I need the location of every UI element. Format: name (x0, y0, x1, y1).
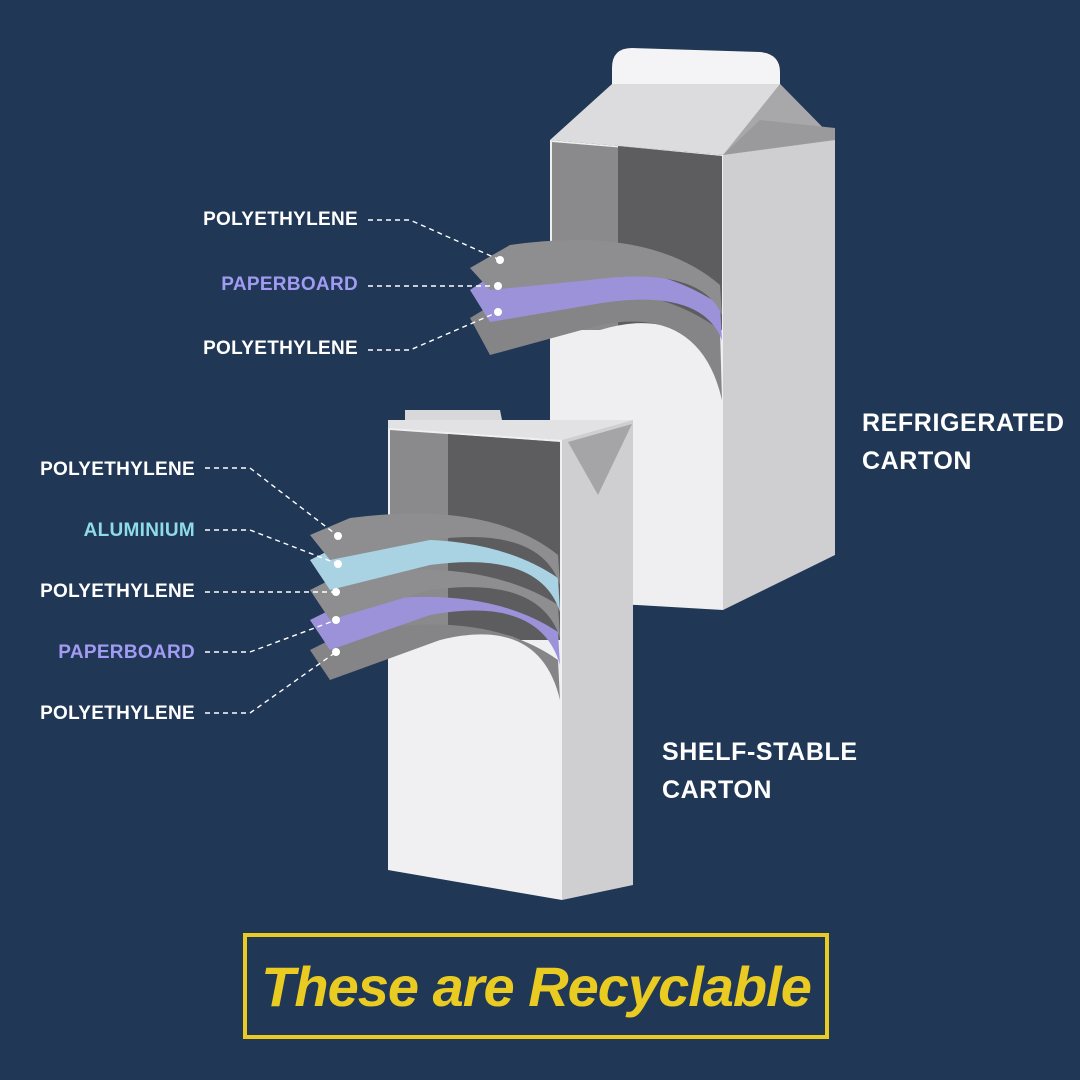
ss-layer-label-polyethylene-3: POLYETHYLENE (40, 703, 195, 724)
refrigerated-top-seal (612, 48, 780, 84)
leader-ss-5 (205, 651, 337, 714)
dot-ss-2 (334, 560, 342, 568)
leader-ref-3 (368, 311, 499, 351)
ref-layer-label-polyethylene-bottom: POLYETHYLENE (203, 338, 358, 359)
dot-ss-3 (332, 588, 340, 596)
ref-layer-label-polyethylene-top: POLYETHYLENE (203, 209, 358, 230)
banner-text: These are Recyclable (261, 954, 812, 1018)
leader-ss-4 (205, 619, 337, 653)
refrigerated-title-line1: REFRIGERATED (862, 409, 1065, 437)
leader-ref-1 (368, 219, 501, 261)
recyclable-banner: These are Recyclable (243, 933, 829, 1039)
callout-dots (332, 256, 504, 656)
ss-layer-label-aluminium: ALUMINIUM (83, 520, 195, 541)
dot-ref-2 (494, 282, 502, 290)
shelf-stable-carton (310, 410, 633, 900)
ss-layer-label-polyethylene-1: POLYETHYLENE (40, 459, 195, 480)
dot-ss-5 (332, 648, 340, 656)
shelf-stable-title-line2: CARTON (662, 776, 773, 804)
dot-ref-1 (496, 256, 504, 264)
dot-ss-4 (332, 616, 340, 624)
shelf-stable-side-face (562, 420, 633, 900)
shelf-stable-carton-title: SHELF-STABLE CARTON (662, 733, 858, 809)
leader-ss-1 (205, 467, 339, 537)
ss-layer-label-paperboard: PAPERBOARD (58, 642, 195, 663)
callout-leaders (205, 219, 501, 714)
refrigerated-carton (470, 48, 835, 610)
ss-layer-label-polyethylene-2: POLYETHYLENE (40, 581, 195, 602)
refrigerated-title-line2: CARTON (862, 447, 973, 475)
leader-ss-2 (205, 529, 339, 565)
shelf-stable-title-line1: SHELF-STABLE (662, 738, 858, 766)
dot-ss-1 (334, 532, 342, 540)
refrigerated-side-face (723, 140, 835, 610)
ref-layer-label-paperboard: PAPERBOARD (221, 274, 358, 295)
dot-ref-3 (494, 308, 502, 316)
refrigerated-carton-title: REFRIGERATED CARTON (862, 404, 1065, 480)
